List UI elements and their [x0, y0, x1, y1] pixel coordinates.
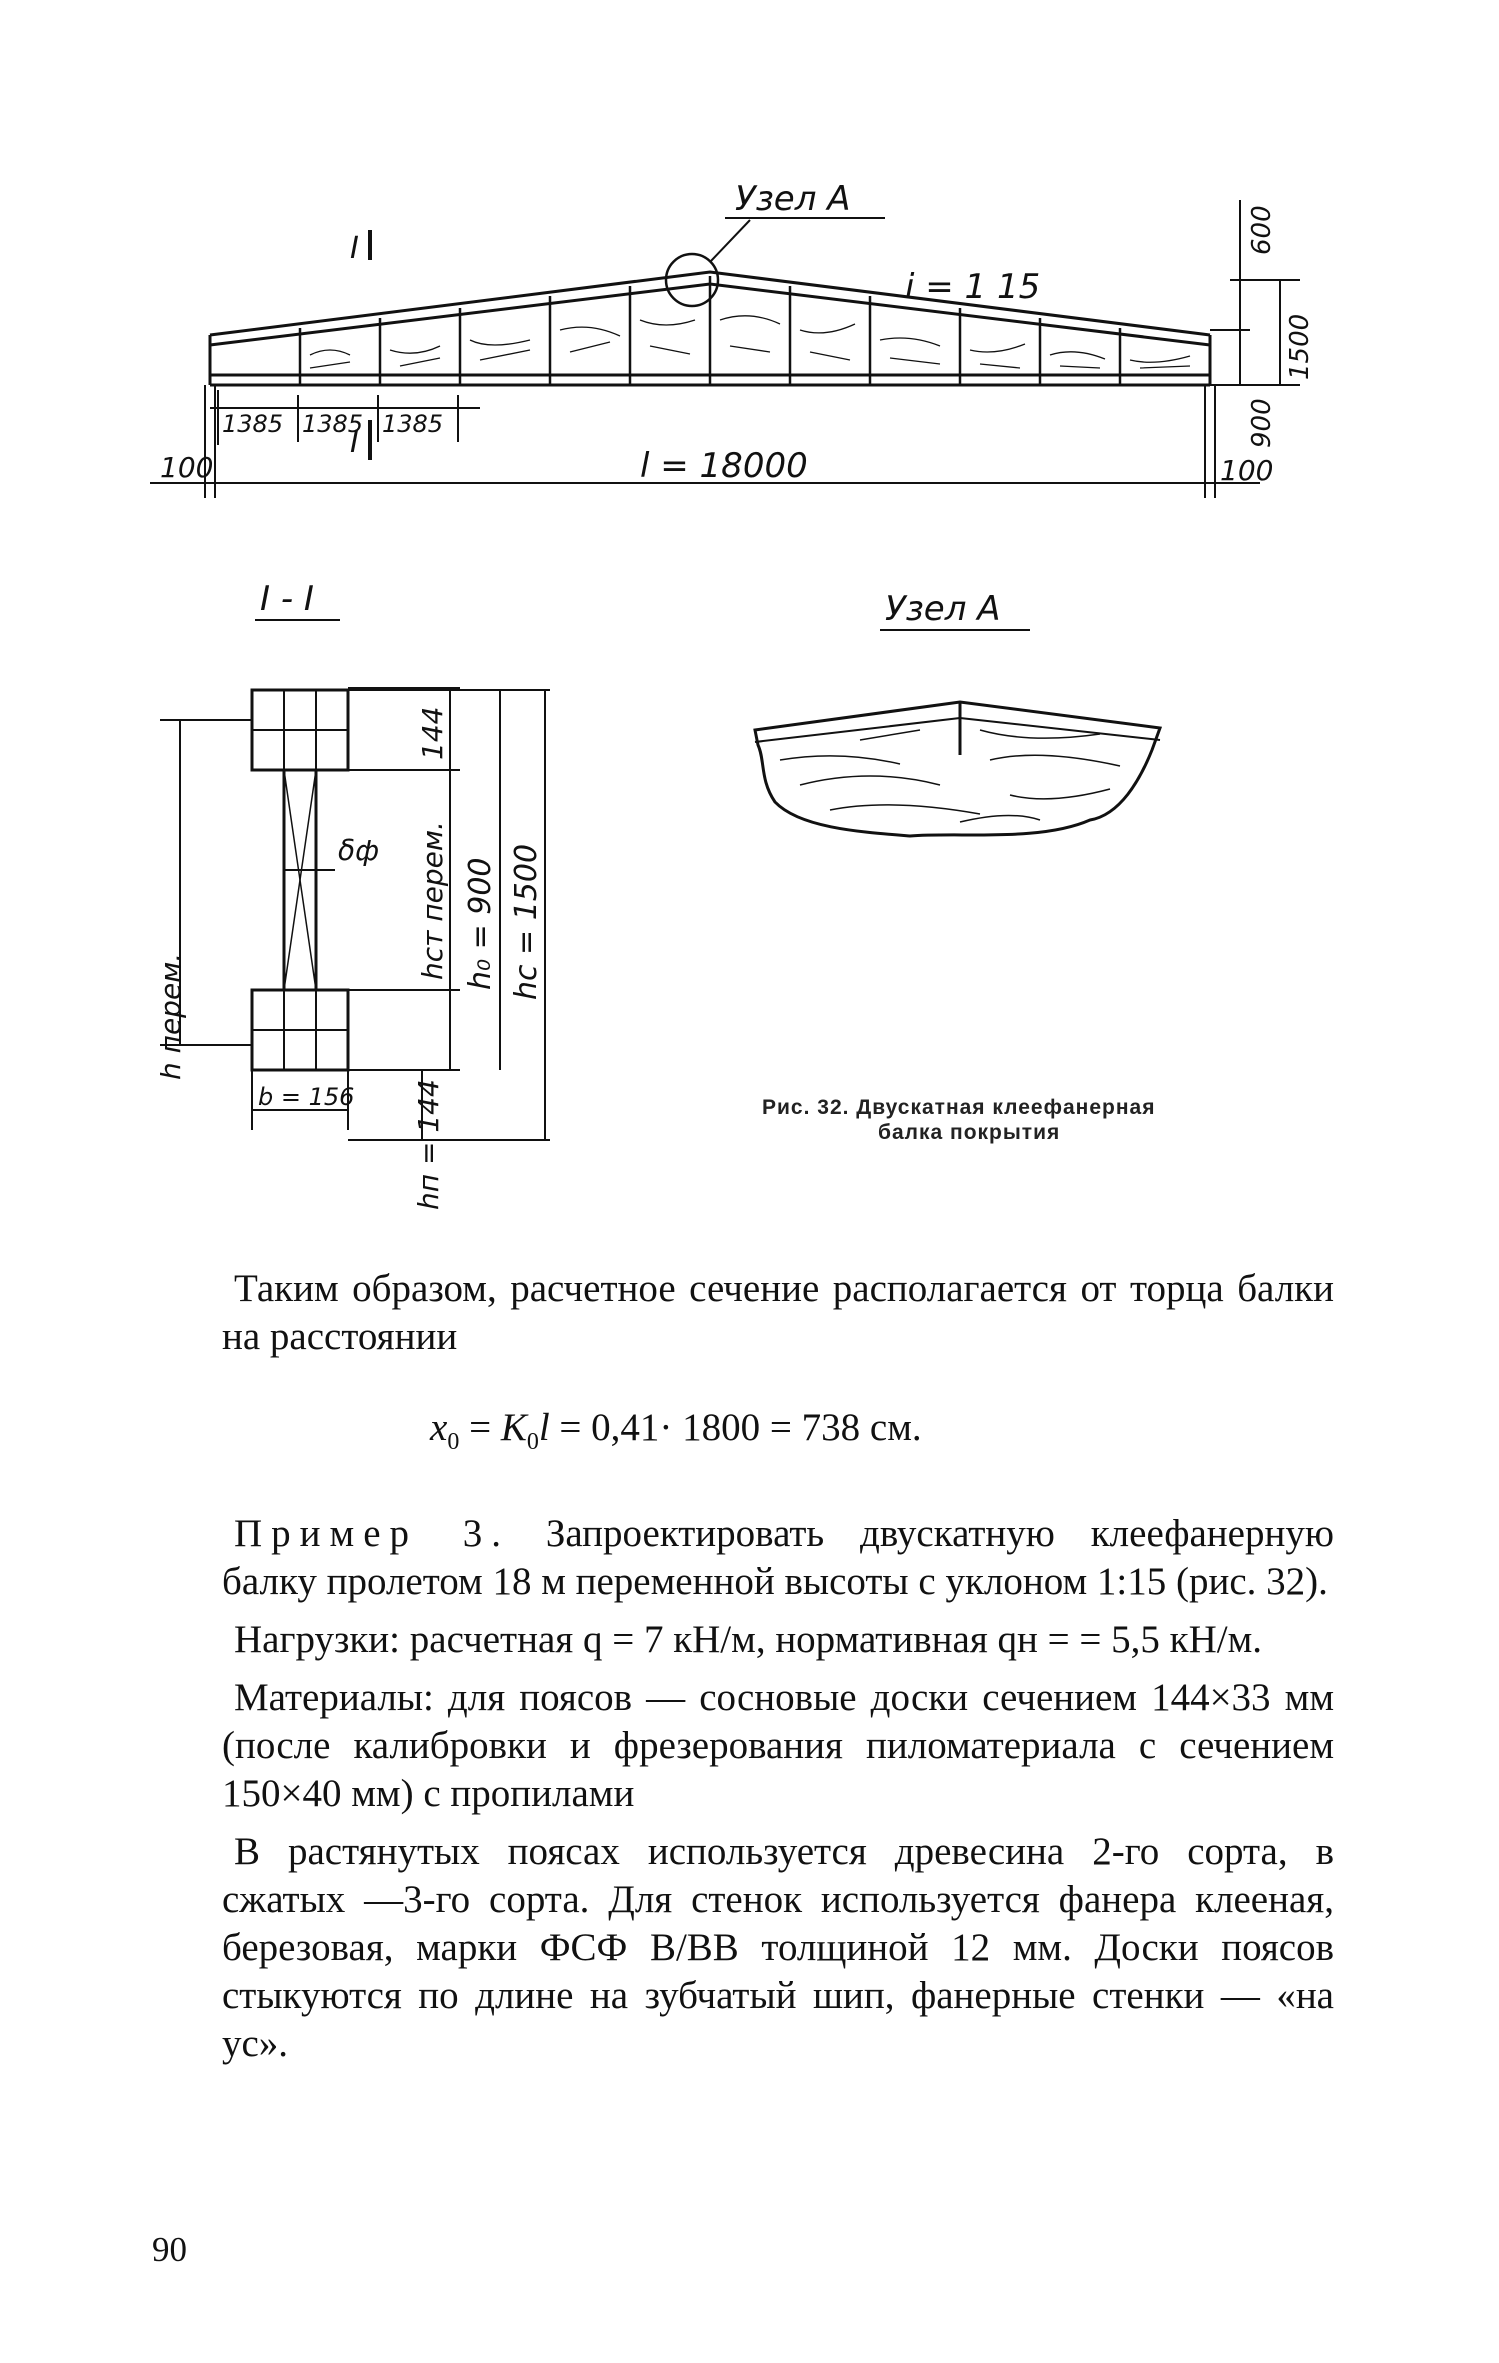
- paragraph-grades: В растянутых поясах используется древеси…: [222, 1830, 1334, 2065]
- formula-k: K: [500, 1406, 527, 1449]
- node-wood-outline: [753, 700, 1163, 838]
- example-text: Запроектировать двускатную клеефанерную …: [222, 1512, 1334, 1603]
- node-a-circle: [664, 252, 720, 308]
- top-chord: [209, 270, 1211, 337]
- node-a-detail-diagram: Узел А: [753, 589, 1163, 838]
- label-h-variable: h перем.: [160, 953, 187, 1080]
- support-left-dimension: 100: [160, 451, 213, 484]
- paragraph-1: Таким образом, расчетное сечение распола…: [222, 1267, 1334, 1358]
- paragraph-loads: Нагрузки: расчетная q = 7 кН/м, норматив…: [234, 1618, 1262, 1661]
- label-h0: h₀ = 900: [463, 857, 498, 990]
- span-dimension: l = 18000: [640, 446, 808, 486]
- panel-dimension-1: 1385: [222, 410, 283, 438]
- support-right-dimension: 100: [1220, 454, 1273, 487]
- label-hst-variable: hст перем.: [416, 821, 449, 980]
- formula-l: l: [538, 1406, 550, 1449]
- section-mark-bottom: I: [350, 425, 359, 460]
- formula-x0: x0 = K0l = 0,41· 1800 = 738 см.: [430, 1405, 922, 1456]
- height-600-dimension: 600: [1247, 205, 1277, 255]
- beam-elevation-diagram: Узел А I I i = 1 15 1385 1385 1385 100 l…: [150, 180, 1315, 498]
- node-a-label: Узел А: [735, 180, 851, 219]
- paragraph-1-block: Таким образом, расчетное сечение распола…: [222, 1265, 1334, 1361]
- figure-caption: Рис. 32. Двускатная клеефанерная балка п…: [762, 1095, 1322, 1145]
- example-word: Пример 3.: [234, 1512, 511, 1555]
- section-title: I - I: [260, 579, 314, 619]
- formula-x: x: [430, 1406, 448, 1449]
- panel-dimension-3: 1385: [382, 410, 443, 438]
- height-900-dimension: 900: [1247, 398, 1277, 448]
- formula-rest: = 0,41· 1800 = 738 см.: [549, 1406, 922, 1449]
- formula-x-sub: 0: [447, 1428, 460, 1455]
- paragraph-example: Пример 3. Запроектировать двускатную кле…: [222, 1510, 1334, 1606]
- height-1500-dimension: 1500: [1285, 314, 1315, 380]
- caption-line-1: Рис. 32. Двускатная клеефанерная: [762, 1096, 1156, 1119]
- label-b: b = 156: [258, 1083, 354, 1111]
- cross-section-diagram: I - I h перем. δф hс: [160, 579, 550, 1210]
- section-mark-top: I: [350, 231, 359, 266]
- panel-dimension-2: 1385: [302, 410, 363, 438]
- node-a-title: Узел А: [885, 589, 1001, 629]
- slope-label: i = 1 15: [905, 267, 1040, 307]
- label-delta-f: δф: [338, 834, 379, 867]
- stiffeners: [298, 276, 1122, 385]
- label-flange-144-top: 144: [416, 707, 449, 760]
- label-hc: hc = 1500: [509, 844, 544, 1000]
- page-number: 90: [152, 2230, 187, 2269]
- caption-line-2: балка покрытия: [878, 1121, 1061, 1144]
- formula-k-sub: 0: [526, 1428, 539, 1455]
- formula-eq: =: [459, 1406, 501, 1449]
- paragraph-materials: Материалы: для поясов — сосновые доски с…: [222, 1676, 1334, 1815]
- body-paragraphs: Пример 3. Запроектировать двускатную кле…: [222, 1510, 1334, 2068]
- label-hn: hп = 144: [412, 1079, 445, 1210]
